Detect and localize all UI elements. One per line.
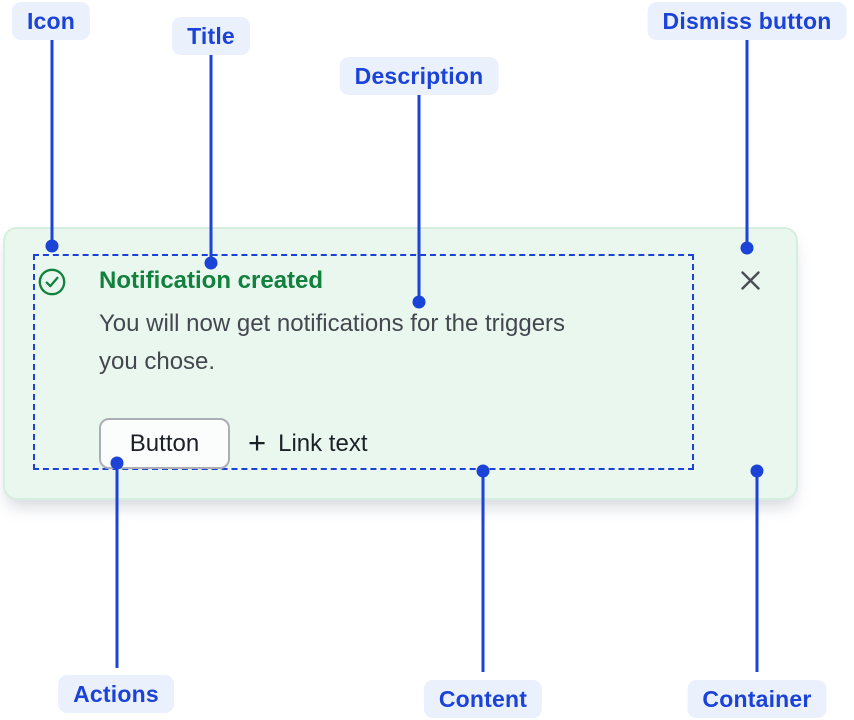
annotation-label-actions: Actions [58,675,174,713]
annotation-label-dismiss-button: Dismiss button [647,2,847,40]
notification-description: You will now get notifications for the t… [99,310,566,375]
notification-container: Notification created You will now get no… [3,227,798,500]
annotation-label-container: Container [687,680,827,718]
plus-icon: + [248,424,267,460]
connector-line-icon [50,40,54,243]
success-check-icon [38,268,66,296]
connector-line-title [209,54,213,260]
content-outline [33,254,694,470]
connector-dot-container [750,464,764,478]
dismiss-button[interactable] [733,263,767,297]
connector-line-actions [115,464,119,668]
connector-dot-icon [45,239,59,253]
annotation-label-icon: Icon [11,2,91,40]
link-action[interactable]: + Link text [248,418,368,469]
annotation-label-description: Description [339,57,499,95]
connector-line-content [481,471,485,672]
action-button[interactable]: Button [99,418,230,469]
notification-title: Notification created [99,267,324,294]
connector-dot-actions [110,456,124,470]
annotation-label-content: Content [423,680,543,718]
connector-dot-content [476,464,490,478]
link-text-label: Link text [278,429,368,457]
close-icon [740,270,760,290]
annotation-label-title: Title [172,17,250,55]
connector-dot-description [412,295,426,309]
connector-dot-dismiss [740,241,754,255]
connector-line-description [417,95,421,299]
connector-line-dismiss [745,40,749,245]
connector-dot-title [204,256,218,270]
connector-line-container [755,471,759,672]
